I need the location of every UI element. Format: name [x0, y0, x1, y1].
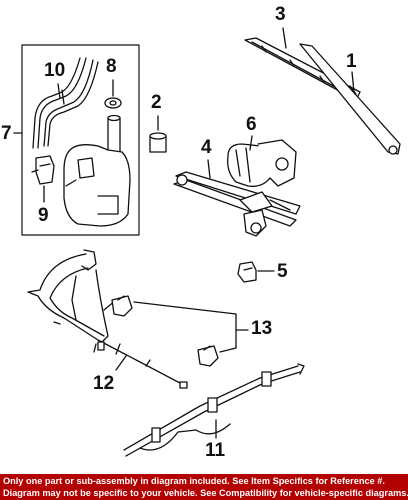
- callout-1: 1: [346, 51, 357, 72]
- disclaimer-banner: Only one part or sub-assembly in diagram…: [0, 474, 408, 500]
- reservoir-cap-part: [149, 132, 167, 153]
- callout-7: 7: [1, 123, 12, 144]
- reservoir-group-box: [21, 44, 140, 236]
- callout-10: 10: [44, 60, 66, 81]
- wiper-motor-part: [227, 139, 297, 187]
- wiper-linkage-part: [173, 171, 301, 237]
- washer-nozzle-part-upper: [111, 295, 133, 317]
- callout-9: 9: [38, 205, 49, 226]
- leader-13-lower: [219, 347, 237, 353]
- callout-11: 11: [205, 440, 226, 461]
- wiper-arm-part: [299, 43, 401, 155]
- washer-hose-part: [32, 57, 99, 149]
- callout-2: 2: [151, 92, 162, 113]
- washer-hose-lower-part: [123, 363, 305, 457]
- washer-nozzle-part-lower: [197, 345, 219, 367]
- washer-reservoir-part: [63, 114, 131, 227]
- callout-3: 3: [275, 4, 286, 25]
- grommet-part: [104, 97, 122, 109]
- disclaimer-line-1: Only one part or sub-assembly in diagram…: [3, 476, 385, 486]
- leader-10: [57, 83, 61, 99]
- leader-1: [351, 71, 355, 93]
- leader-12: [115, 355, 127, 371]
- parts-diagram: [13, 27, 401, 457]
- linkage-bracket-part: [237, 261, 257, 283]
- callout-13: 13: [251, 318, 273, 339]
- leader-13-upper: [133, 301, 237, 315]
- leader-6: [249, 135, 253, 151]
- callout-6: 6: [246, 114, 257, 135]
- leader-3: [282, 27, 287, 49]
- disclaimer-line-2: Diagram may not be specific to your vehi…: [3, 488, 408, 498]
- callout-5: 5: [277, 261, 288, 282]
- callout-4: 4: [201, 137, 212, 158]
- washer-hose-assembly-part: [27, 249, 188, 389]
- leader-4: [207, 159, 211, 179]
- washer-pump-part: [31, 155, 55, 185]
- callout-12: 12: [93, 373, 115, 394]
- callout-8: 8: [106, 56, 117, 77]
